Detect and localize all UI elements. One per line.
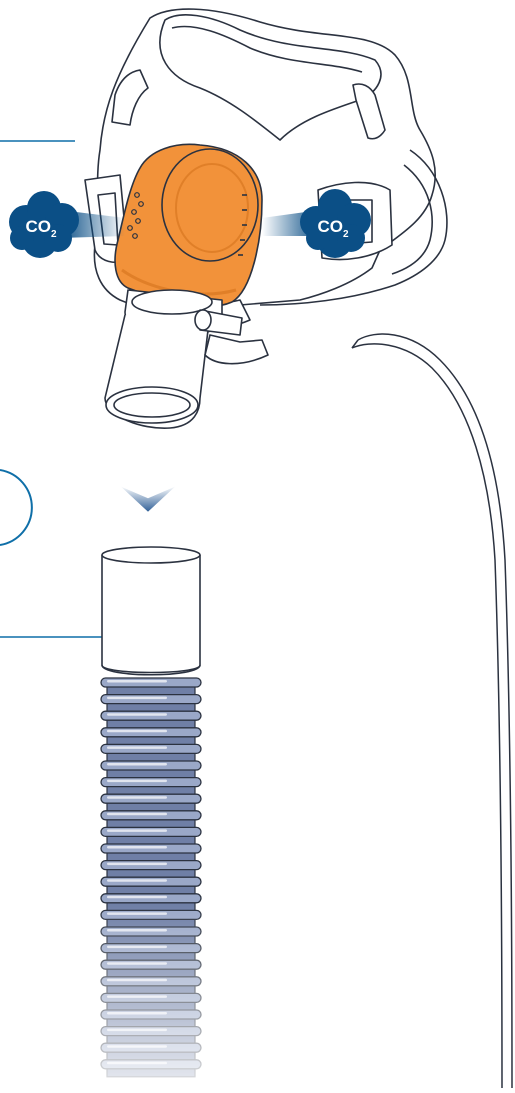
hose-cuff xyxy=(102,547,200,675)
hose-fade-overlay xyxy=(95,680,210,1088)
down-arrow-icon xyxy=(120,486,176,512)
oxygen-tubing xyxy=(358,334,512,1088)
partial-circle-marker xyxy=(0,470,32,545)
